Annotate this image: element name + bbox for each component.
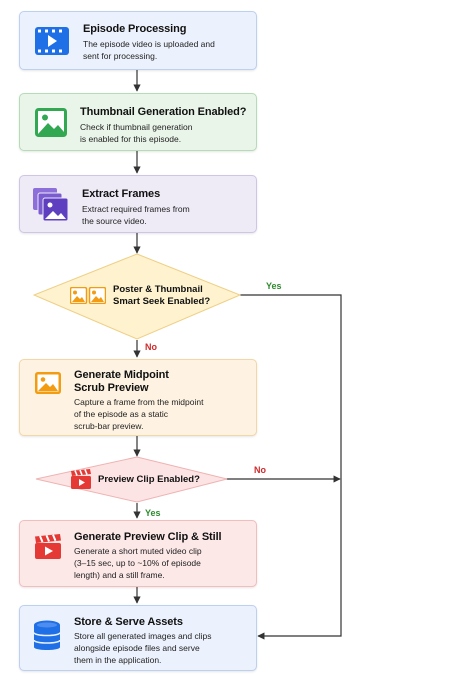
node-title-line-1: Generate Midpoint <box>74 369 169 381</box>
preview-no-label: No <box>254 465 266 475</box>
connector-smartseek-yes <box>240 294 342 640</box>
picture-icon <box>35 372 61 394</box>
preview-clip-diamond <box>35 456 228 503</box>
node-title: Thumbnail Generation Enabled? <box>80 106 247 118</box>
preview-clip-label: Preview Clip Enabled? <box>98 474 200 485</box>
thumbnail-check-node: Thumbnail Generation Enabled? Check if t… <box>19 93 257 151</box>
generate-preview-clip-node: Generate Preview Clip & Still Generate a… <box>19 520 257 587</box>
clapperboard-icon <box>71 469 91 489</box>
smart-seek-diamond <box>32 253 242 340</box>
database-icon <box>34 620 60 650</box>
node-desc-line-3: length) and a still frame. <box>74 570 165 580</box>
two-images-icon <box>70 287 106 304</box>
node-title: Episode Processing <box>83 23 187 35</box>
images-stack-icon <box>33 188 69 222</box>
node-desc-line-2: is enabled for this episode. <box>80 134 182 144</box>
clapperboard-play-icon <box>35 534 61 559</box>
midpoint-preview-node: Generate Midpoint Scrub Preview Capture … <box>19 359 257 436</box>
node-desc-line-2: alongside episode files and serve <box>74 643 200 653</box>
smart-seek-label-line-2: Smart Seek Enabled? <box>113 296 211 307</box>
node-desc-line-1: Generate a short muted video clip <box>74 546 202 556</box>
node-title: Extract Frames <box>82 188 161 200</box>
extract-frames-node: Extract Frames Extract required frames f… <box>19 175 257 233</box>
node-desc-line-1: Capture a frame from the midpoint <box>74 397 204 407</box>
node-title-line-2: Scrub Preview <box>74 382 149 394</box>
node-desc-line-1: Check if thumbnail generation <box>80 122 193 132</box>
node-desc-line-1: Extract required frames from <box>82 204 190 214</box>
node-title: Store & Serve Assets <box>74 616 183 628</box>
node-desc-line-2: the source video. <box>82 216 147 226</box>
node-title: Generate Preview Clip & Still <box>74 531 222 543</box>
preview-yes-label: Yes <box>145 508 161 518</box>
smart-seek-label-line-1: Poster & Thumbnail <box>113 284 203 295</box>
node-desc-line-2: of the episode as a static <box>74 409 169 419</box>
video-icon <box>35 27 69 55</box>
store-serve-node: Store & Serve Assets Store all generated… <box>19 605 257 671</box>
node-desc-line-1: Store all generated images and clips <box>74 631 212 641</box>
node-desc-line-3: scrub-bar preview. <box>74 421 144 431</box>
smart-seek-no-label: No <box>145 342 157 352</box>
image-icon <box>35 108 67 137</box>
node-desc-line-2: (3–15 sec, up to ~10% of episode <box>74 558 201 568</box>
smart-seek-yes-label: Yes <box>266 281 282 291</box>
node-desc-line-3: them in the application. <box>74 655 162 665</box>
node-desc-line-2: sent for processing. <box>83 51 158 61</box>
node-desc-line-1: The episode video is uploaded and <box>83 39 215 49</box>
episode-processing-node: Episode Processing The episode video is … <box>19 11 257 70</box>
